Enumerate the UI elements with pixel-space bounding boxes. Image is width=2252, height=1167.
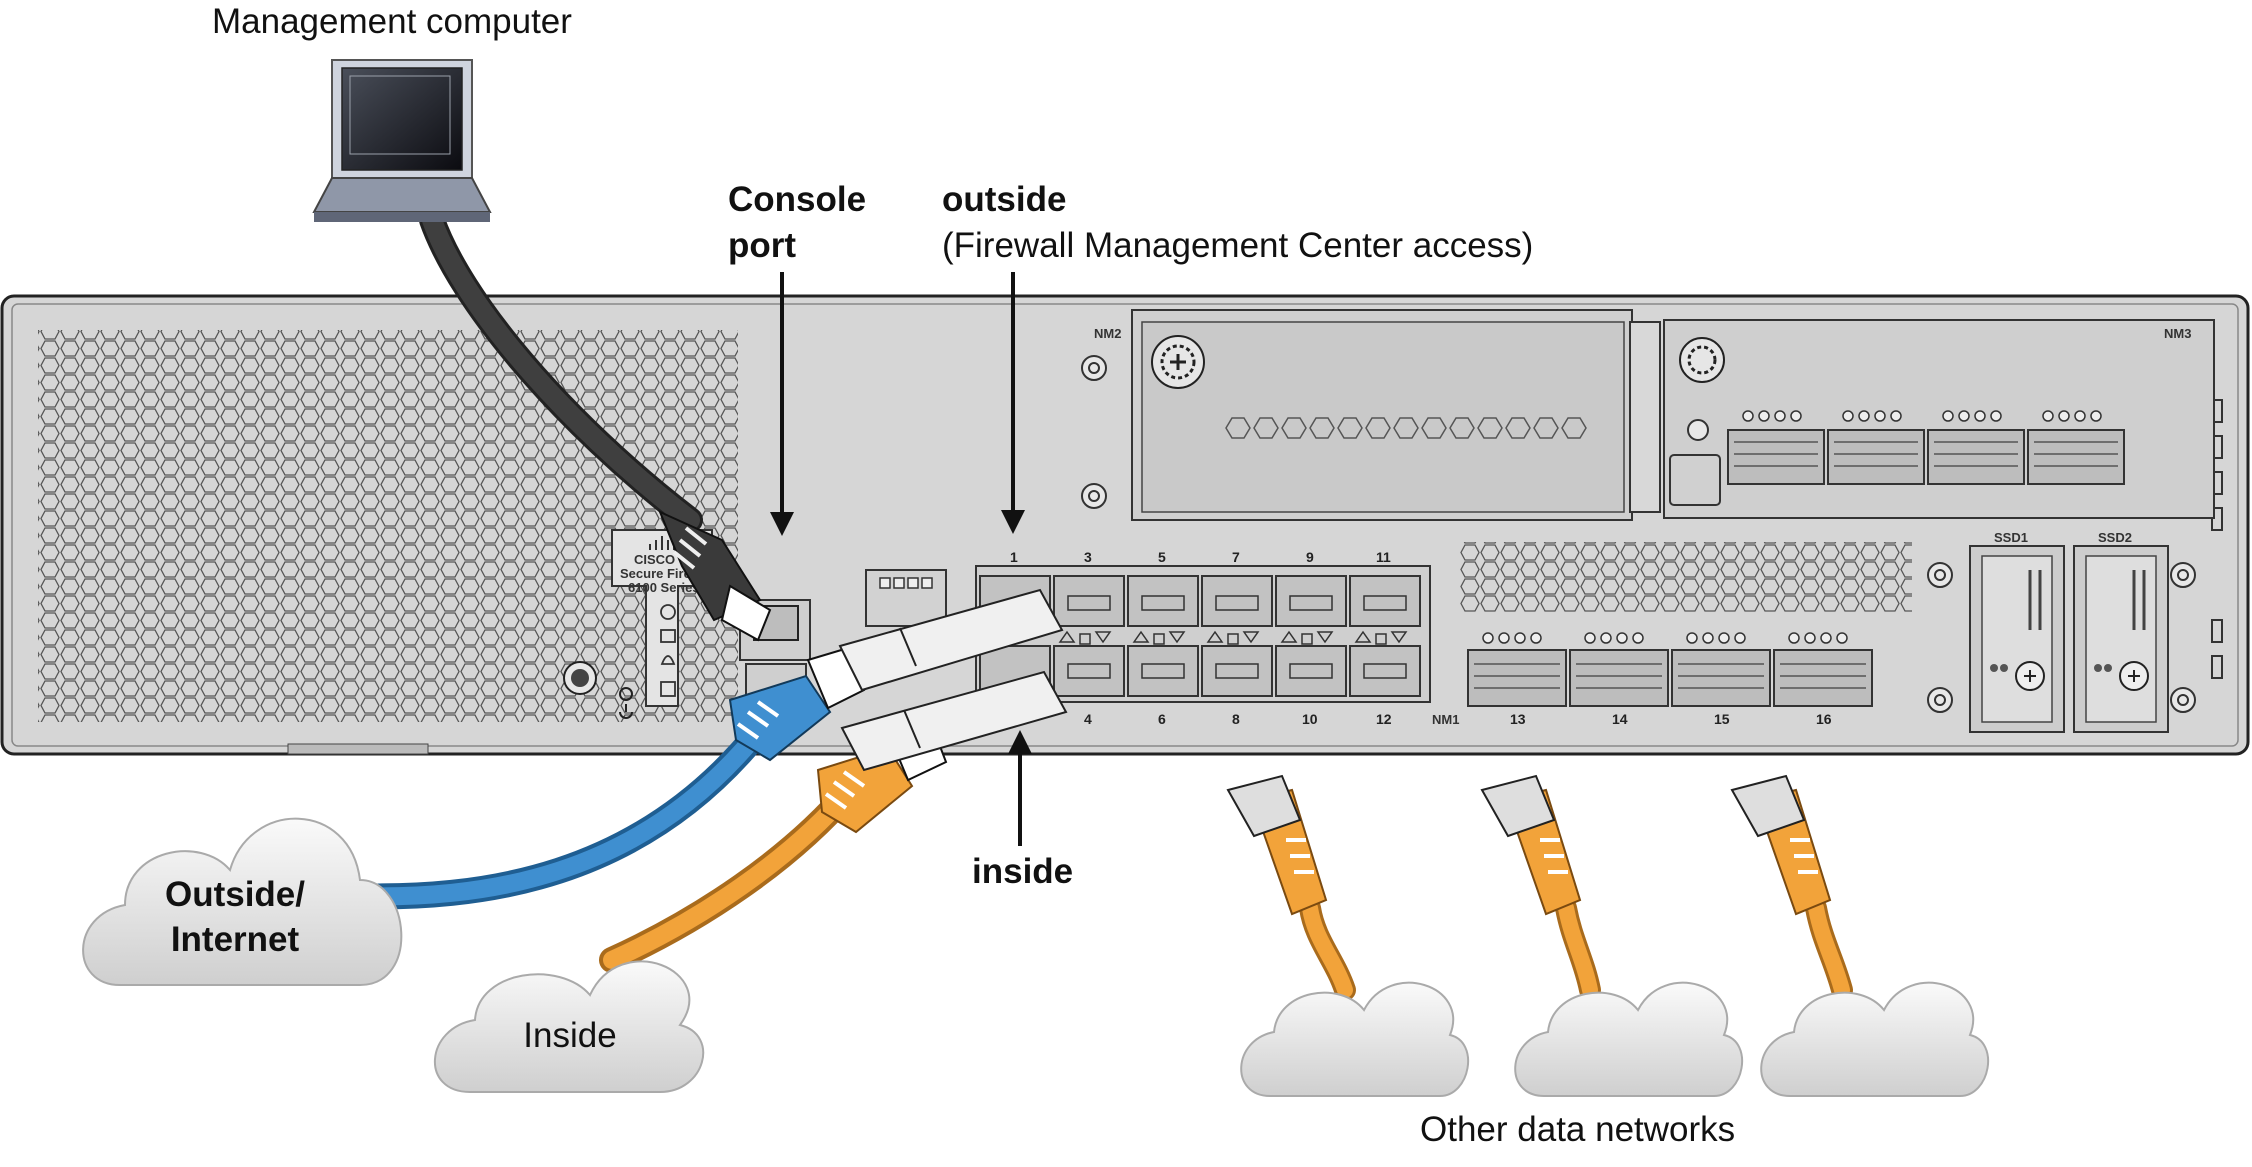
console-port-label-line-1: Console	[728, 180, 867, 219]
nm3-label: NM3	[2164, 326, 2191, 341]
data-port-column[interactable]	[979, 575, 1421, 697]
port-label-14: 14	[1612, 711, 1628, 727]
port-label-12: 12	[1376, 711, 1392, 727]
nm1-ports[interactable]	[1467, 649, 1873, 707]
port-label-7: 7	[1232, 549, 1240, 565]
cloud-data-network-2	[1514, 981, 1743, 1097]
outside-interface-label: outside	[942, 180, 1067, 219]
arrow-outside	[1001, 272, 1025, 534]
arrow-inside	[1008, 730, 1032, 846]
nm2-label: NM2	[1094, 326, 1121, 341]
cloud-outside-internet	[82, 817, 403, 986]
cloud-data-network-1	[1240, 981, 1469, 1097]
port-label-6: 6	[1158, 711, 1166, 727]
ssd1-label: SSD1	[1994, 530, 2028, 545]
nm1-label: NM1	[1432, 712, 1459, 727]
outside-sfp-transceiver	[838, 588, 1064, 692]
console-port-label-line-2: port	[728, 226, 797, 265]
management-computer-label: Management computer	[212, 2, 572, 41]
port-label-11: 11	[1376, 549, 1391, 565]
port-label-10: 10	[1302, 711, 1318, 727]
data-cable-1	[1226, 774, 1356, 1001]
inside-cable	[599, 670, 1068, 973]
nm3-qsfp-ports[interactable]	[1727, 429, 2125, 485]
other-data-networks-label: Other data networks	[1420, 1110, 1736, 1149]
data-cable-3	[1730, 774, 1853, 1001]
port-label-8: 8	[1232, 711, 1240, 727]
console-cable	[419, 207, 772, 642]
cloud-inside	[433, 960, 705, 1093]
cloud-inside-label: Inside	[523, 1016, 617, 1055]
badge-line-2: 6100 Series	[628, 580, 700, 595]
port-label-9: 9	[1306, 549, 1314, 565]
power-led	[619, 687, 633, 719]
fixed-port-block: 1 3 5 7 9 11 2 4 6 8 10 12	[975, 549, 1431, 727]
ssd1-drive[interactable]	[1981, 555, 2053, 723]
port-label-3: 3	[1084, 549, 1092, 565]
port-label-16: 16	[1816, 711, 1832, 727]
ssd-bays: SSD1 SSD2	[1969, 530, 2169, 733]
ssd2-drive[interactable]	[2085, 555, 2157, 723]
port-label-13: 13	[1510, 711, 1526, 727]
badge-brand: CISCO	[634, 552, 675, 567]
ssd2-label: SSD2	[2098, 530, 2132, 545]
port-label-5: 5	[1158, 549, 1166, 565]
port-label-4: 4	[1084, 711, 1092, 727]
inside-interface-label: inside	[972, 852, 1074, 891]
nm2-vent-row	[1225, 417, 1587, 439]
nm3-thumbscrew[interactable]	[1679, 337, 1725, 383]
power-button[interactable]	[563, 661, 597, 695]
badge-line-1: Secure Firew	[620, 566, 702, 581]
management-ports	[739, 569, 947, 705]
inside-sfp-transceiver	[840, 670, 1068, 772]
data-cable-2	[1480, 774, 1601, 1001]
cloud-outside-label-line-1: Outside/	[164, 875, 306, 914]
console-cable-connector	[658, 510, 772, 642]
nm1-sfp-cage: NM1 13 14 15 16	[1432, 632, 1873, 727]
outside-cable	[337, 588, 1064, 910]
laptop-icon	[312, 59, 492, 222]
port-label-1: 1	[1010, 549, 1018, 565]
network-module-nm3: NM3	[1663, 319, 2215, 519]
network-module-nm2: NM2	[1094, 309, 1661, 521]
nm2-thumbscrew[interactable]	[1151, 335, 1205, 389]
cloud-outside-label-line-2: Internet	[170, 920, 300, 959]
port-label-15: 15	[1714, 711, 1730, 727]
cloud-data-network-3	[1760, 981, 1989, 1097]
outside-interface-sublabel: (Firewall Management Center access)	[942, 226, 1534, 265]
arrow-console	[770, 272, 794, 536]
